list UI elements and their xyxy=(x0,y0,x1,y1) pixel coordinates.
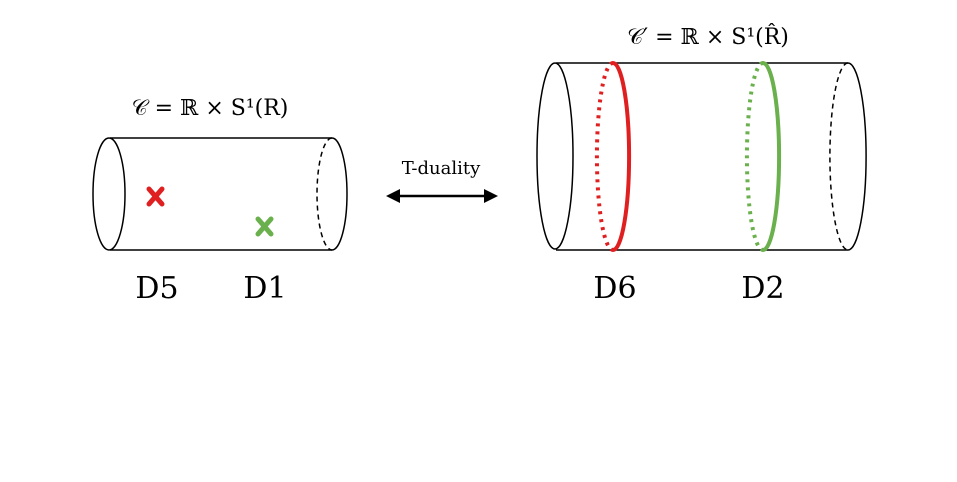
right-cylinder-back-cap-solid xyxy=(847,62,867,251)
left-cylinder-back-cap-hidden xyxy=(316,137,333,251)
t-duality-arrow: T-duality xyxy=(386,158,498,203)
d1-label: D1 xyxy=(243,271,286,306)
d2-ring-back xyxy=(744,61,764,252)
left-cylinder: 𝒞 = ℝ × S¹(R) D5 D1 xyxy=(92,96,348,306)
arrow-head-left xyxy=(386,189,400,203)
right-cylinder-back-cap-hidden xyxy=(829,62,849,251)
left-cylinder-back-cap-solid xyxy=(331,137,348,251)
d6-ring-front xyxy=(612,61,632,252)
d5-cross-stroke-b xyxy=(146,186,165,207)
d2-ring-front xyxy=(762,61,782,252)
d6-ring xyxy=(594,61,632,252)
d5-label: D5 xyxy=(135,271,178,306)
arrow-head-right xyxy=(484,189,498,203)
d1-marker xyxy=(255,216,274,237)
right-cylinder: 𝒞′ = ℝ × S¹(R̂) D6 D2 xyxy=(536,24,867,306)
d5-marker xyxy=(146,186,165,207)
d1-cross-stroke-b xyxy=(255,216,274,237)
left-cylinder-front-cap xyxy=(92,137,126,251)
d2-ring xyxy=(744,61,782,252)
d2-label: D2 xyxy=(741,271,784,306)
left-cylinder-title: 𝒞 = ℝ × S¹(R) xyxy=(132,96,289,121)
t-duality-label: T-duality xyxy=(402,158,481,179)
right-cylinder-title: 𝒞′ = ℝ × S¹(R̂) xyxy=(627,24,789,50)
right-cylinder-front-cap xyxy=(536,62,574,250)
d6-ring-back xyxy=(594,61,614,252)
d6-label: D6 xyxy=(593,271,636,306)
